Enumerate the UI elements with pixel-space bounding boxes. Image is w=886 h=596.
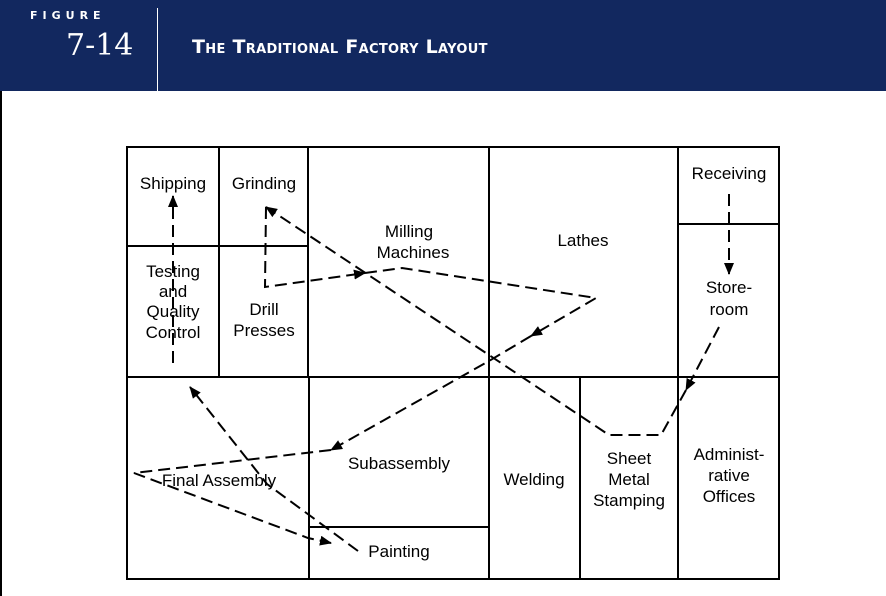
layout-border — [126, 146, 780, 580]
dept-welding-label: Welding — [503, 470, 564, 489]
dept-shipping-label: Shipping — [140, 174, 206, 193]
material-flow-path — [133, 194, 734, 552]
dept-painting-label: Painting — [368, 542, 429, 561]
dept-lathes-label: Lathes — [557, 231, 608, 250]
figure-title: The Traditional Factory Layout — [192, 36, 488, 58]
dept-grinding-label: Grinding — [232, 174, 296, 193]
department-grid — [126, 146, 780, 580]
flow-lathes-subassembly — [330, 335, 532, 451]
flow-painting-testing — [189, 386, 359, 552]
left-rule — [0, 91, 2, 596]
figure-header: FIGURE 7-14 The Traditional Factory Layo… — [0, 0, 886, 91]
flow-milling-lathes — [364, 266, 599, 337]
dept-subassembly-label: Subassembly — [348, 454, 451, 473]
dept-receiving-label: Receiving — [692, 164, 767, 183]
dept-final-assembly-label: Final Assembly — [162, 471, 277, 490]
flow-grinding-drill-milling — [263, 206, 366, 289]
flow-subassembly-final-assembly-painting — [133, 449, 332, 546]
figure-label: FIGURE — [30, 9, 106, 22]
dept-storeroom-label: Store-room — [706, 278, 752, 319]
flow-storeroom-sheet-metal — [685, 326, 720, 391]
header-divider — [157, 8, 158, 91]
figure-number: 7-14 — [66, 28, 134, 63]
flow-sheet-metal-to-grinding — [265, 206, 687, 436]
